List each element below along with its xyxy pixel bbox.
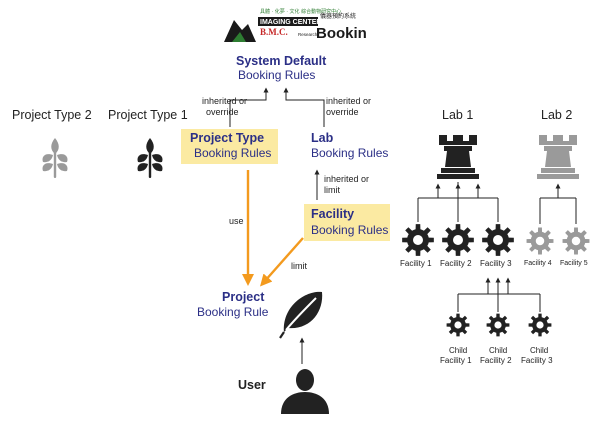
lab-1-label: Lab 1: [442, 108, 474, 122]
edge-label-use: use: [229, 216, 244, 226]
edge-lab-to-system: [283, 87, 325, 127]
child-facility-2-line2: Facility 2: [480, 356, 512, 365]
user-icon: [281, 369, 329, 414]
gear-icon: [402, 224, 434, 256]
edge-label-limit-2: limit: [324, 185, 340, 195]
gear-icon: [482, 224, 514, 256]
mountain-mark: [224, 20, 256, 42]
facility-2-label: Facility 2: [440, 259, 472, 268]
booking-logo: 具體 · 化夢 · 文化 綜合動物研究中心 IMAGING CENTER for…: [220, 6, 376, 46]
facility-highlight: [304, 204, 390, 241]
logo-bar: [258, 17, 318, 26]
facility-title: Facility: [311, 207, 355, 221]
facility-1-label: Facility 1: [400, 259, 432, 268]
lab-title: Lab: [311, 131, 334, 145]
logo-top-line: 具體 · 化夢 · 文化 綜合動物研究中心: [260, 8, 341, 15]
leaf-mark: [232, 32, 246, 42]
gear-icon: [562, 227, 590, 255]
edge-label-right-2: override: [326, 107, 359, 117]
project-type-highlight: [181, 129, 278, 164]
facility-subtitle: Booking Rules: [311, 223, 389, 237]
project-title: Project: [222, 290, 265, 304]
gear-icon: [442, 224, 474, 256]
lab-2-label: Lab 2: [541, 108, 573, 122]
project-type-1-label: Project Type 1: [108, 108, 188, 122]
edge-limit: [260, 237, 304, 287]
gear-icon: [446, 313, 470, 337]
facility-3-label: Facility 3: [480, 259, 512, 268]
logo-booking: Booking: [316, 25, 366, 42]
edge-projecttype-to-system: [229, 87, 269, 127]
project-type-subtitle: Booking Rules: [194, 146, 272, 160]
wheat-icon: [42, 138, 68, 178]
project-type-title: Project Type: [190, 131, 265, 145]
system-default-subtitle: Booking Rules: [238, 68, 316, 82]
edge-label-limit-1: inherited or: [324, 174, 370, 184]
project-subtitle: Booking Rule: [197, 305, 269, 319]
lab-subtitle: Booking Rules: [311, 146, 389, 160]
child-facility-3-line1: Child: [530, 346, 549, 355]
child-tree: [457, 277, 541, 312]
gear-icon: [526, 227, 554, 255]
rook-icon: [537, 135, 579, 179]
logo-center-name: IMAGING CENTER for: [260, 19, 333, 26]
gear-icon: [486, 313, 510, 337]
edge-label-limit: limit: [291, 261, 307, 271]
facility-4-label: Facility 4: [524, 260, 552, 267]
leaf-icon: [279, 291, 323, 339]
project-type-2-label: Project Type 2: [12, 108, 92, 122]
edge-label-left-1: inherited or: [202, 96, 248, 106]
facility-5-label: Facility 5: [560, 260, 588, 267]
child-facility-1-line1: Child: [449, 346, 468, 355]
edge-label-right-1: inherited or: [326, 96, 372, 106]
logo-research: Research: [298, 32, 318, 37]
child-facility-2-line1: Child: [489, 346, 508, 355]
system-default-title: System Default: [236, 54, 327, 68]
rook-icon: [437, 135, 479, 179]
edge-label-left-2: override: [206, 107, 239, 117]
logo-chinese: 儀器預約系統: [320, 12, 356, 20]
child-facility-1-line2: Facility 1: [440, 356, 472, 365]
user-label: User: [238, 378, 266, 392]
logo-bmc: B.M.C.: [260, 27, 288, 37]
lab1-tree: [417, 182, 499, 222]
gear-icon: [528, 313, 552, 337]
lab2-tree: [539, 183, 577, 224]
logo-graphic: 具體 · 化夢 · 文化 綜合動物研究中心 IMAGING CENTER for…: [224, 8, 376, 42]
child-facility-3-line2: Facility 3: [521, 356, 553, 365]
wheat-icon: [137, 138, 163, 178]
